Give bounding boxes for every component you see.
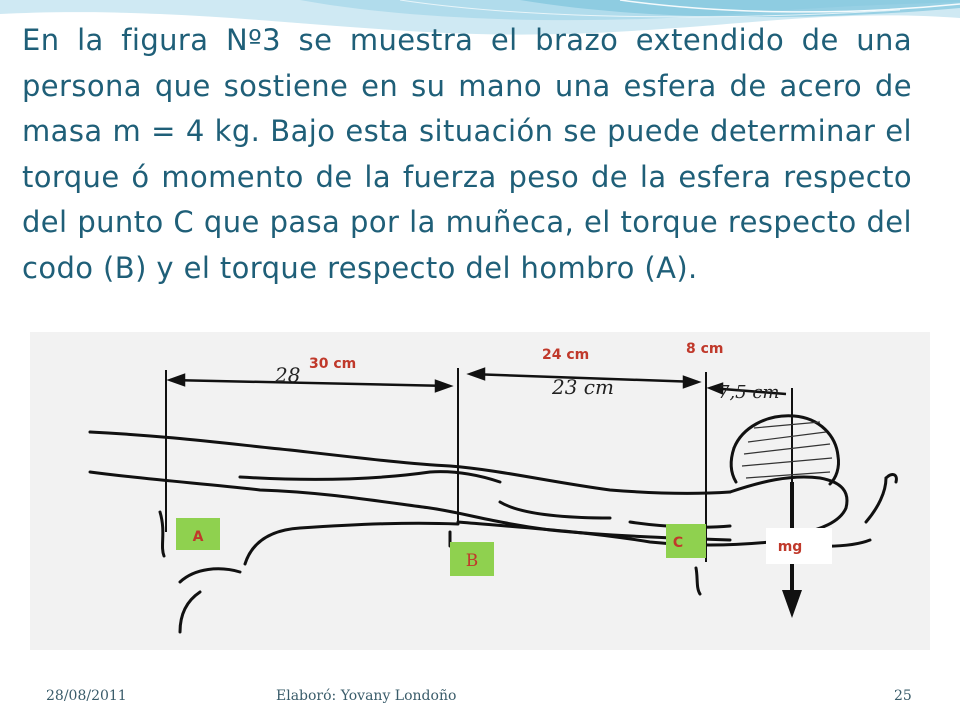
arm-figure: 28 23 cm 7,5 cm 30 cm 24 cm 8 cm A B xyxy=(30,332,930,650)
label-a: A xyxy=(193,529,204,545)
label-mg-box xyxy=(766,528,832,564)
label-b: B xyxy=(466,551,479,571)
dim-label-forearm: 24 cm xyxy=(542,347,589,363)
label-a-box xyxy=(176,518,220,550)
header-wave-decoration xyxy=(0,0,960,35)
slide-body-text: En la figura Nº3 se muestra el brazo ext… xyxy=(22,23,912,285)
scan-dim-hand: 7,5 cm xyxy=(718,382,780,403)
arm-sketch xyxy=(88,414,898,634)
footer-author: Elaboró: Yovany Londoño xyxy=(276,688,457,704)
dim-label-upper-arm: 30 cm xyxy=(309,356,356,372)
weight-arrow-head xyxy=(782,590,802,618)
scan-dim-forearm: 23 cm xyxy=(551,375,614,399)
label-mg: mg xyxy=(778,539,803,555)
label-c: C xyxy=(673,535,683,551)
footer-page-number: 25 xyxy=(894,688,912,704)
figure-background xyxy=(30,332,930,650)
label-c-box xyxy=(666,524,706,558)
dim-label-hand: 8 cm xyxy=(686,341,724,357)
scan-dim-upper-arm: 28 xyxy=(274,363,300,387)
footer-date: 28/08/2011 xyxy=(46,688,127,704)
sphere-hatching xyxy=(741,421,833,479)
label-b-box xyxy=(450,542,494,576)
dimension-arrows xyxy=(166,367,787,396)
